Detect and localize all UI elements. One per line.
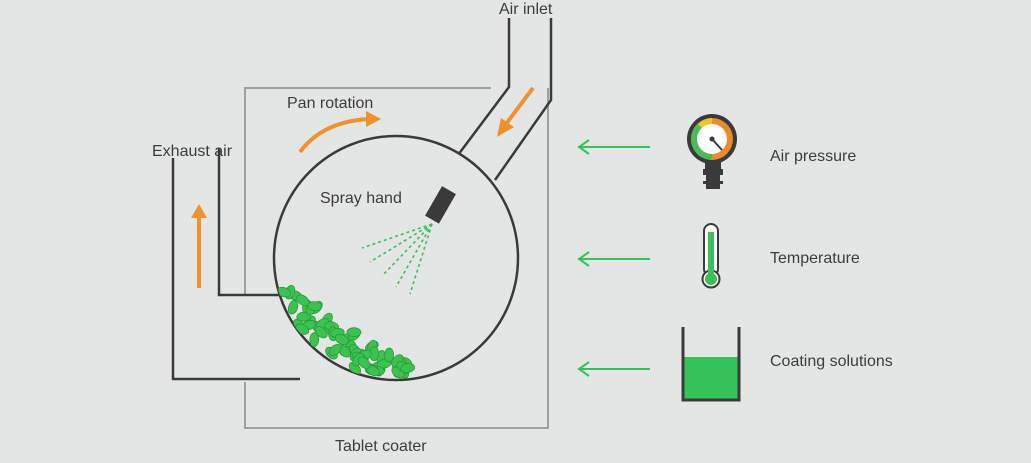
temperature-input-arrow [577,251,650,267]
coating-drum [272,134,520,382]
beaker-icon [681,327,741,402]
spray-line [381,223,433,277]
air-inlet-duct [457,18,553,181]
pressure-gauge-icon [687,114,737,189]
air-inlet-label: Air inlet [499,1,553,18]
exhaust-duct [171,148,300,381]
spray-line [409,223,433,295]
spray-line [361,223,433,249]
tablet [384,347,395,363]
tablet [400,363,416,373]
tablet [346,327,362,338]
spray-line [395,223,433,288]
tablet [314,326,328,339]
pan-rotation-arrow [298,111,381,154]
air-pressure-input-arrow [577,139,650,155]
pan-rotation-label: Pan rotation [287,95,373,112]
tablet [307,301,323,312]
spray-line [369,223,433,263]
tablet [295,323,310,335]
exhaust-air-label: Exhaust air [152,143,233,160]
tablet [357,356,371,369]
tablet-bed [276,285,416,379]
tablet [334,334,349,345]
spray-nozzle [425,186,456,224]
tablet [328,343,342,357]
legend-coating-solutions-label: Coating solutions [770,353,893,370]
tablet [287,300,299,315]
thermometer-icon [701,223,721,289]
spray-hand-label: Spray hand [320,190,402,207]
legend-air-pressure-label: Air pressure [770,148,856,165]
spray-pattern [361,223,433,295]
tablet-coater-label: Tablet coater [335,438,427,455]
tablet [309,332,320,347]
coating-solutions-input-arrow [577,361,650,377]
exhaust-air-arrow [191,204,207,288]
air-inlet-arrow [497,86,535,137]
legend-temperature-label: Temperature [770,250,860,267]
housing-outline [244,87,549,429]
